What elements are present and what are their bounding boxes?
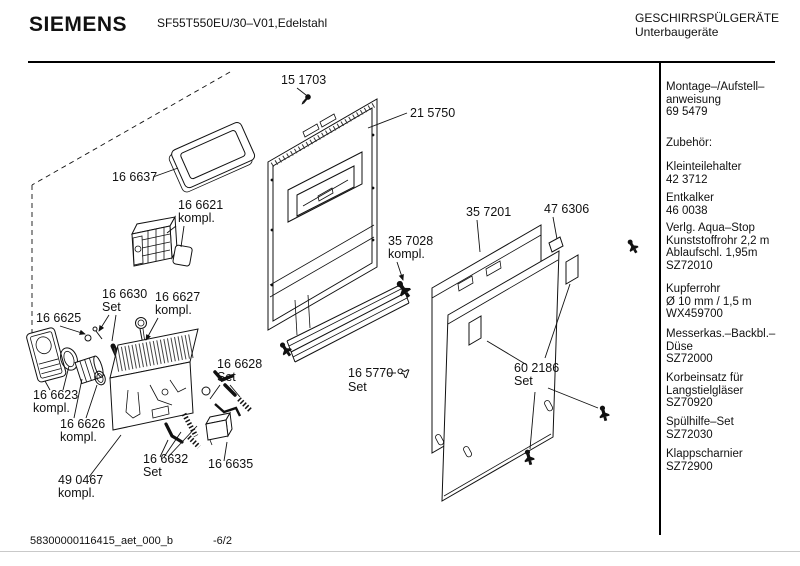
part-label-151703: 15 1703 bbox=[281, 73, 326, 87]
part-label-166627-suffix: kompl. bbox=[155, 303, 192, 317]
part-label-166621: 16 6621 bbox=[178, 198, 223, 212]
product-type: Unterbaugeräte bbox=[635, 24, 719, 39]
part-label-166628: 16 6628 bbox=[217, 357, 262, 371]
header-divider bbox=[28, 61, 775, 63]
part-label-166626: 16 6626 bbox=[60, 417, 105, 431]
part-label-165770: 16 5770 bbox=[348, 366, 393, 380]
outer-panel bbox=[441, 236, 564, 502]
page-number: -6/2 bbox=[213, 535, 232, 547]
part-label-166623: 16 6623 bbox=[33, 388, 78, 402]
part-label-476306: 47 6306 bbox=[544, 202, 589, 216]
part-number: SZ72010 bbox=[666, 259, 713, 272]
accessory-messerkasten: Messerkas.–Backbl.– Düse SZ72000 bbox=[666, 328, 792, 366]
text-line: Korbeinsatz für bbox=[666, 372, 744, 384]
part-label-166627: 16 6627 bbox=[155, 290, 200, 304]
spring-parts bbox=[164, 386, 253, 449]
part-label-357028: 35 7028 bbox=[388, 234, 433, 248]
part-label-166621-suffix: kompl. bbox=[178, 211, 215, 225]
accessory-klappscharnier: Klappscharnier SZ72900 bbox=[666, 448, 792, 473]
vent-plate-assembly bbox=[26, 327, 106, 386]
document-id: 58300000116415_aet_000_b bbox=[30, 535, 173, 547]
text-line: Langstielgläser bbox=[666, 384, 744, 397]
part-label-490467: 49 0467 bbox=[58, 473, 103, 487]
part-number: WX459700 bbox=[666, 308, 723, 321]
text-line: Entkalker bbox=[666, 192, 714, 204]
door-panel bbox=[267, 98, 378, 336]
part-number: SZ70920 bbox=[666, 397, 713, 410]
part-label-166630-suffix: Set bbox=[102, 300, 121, 314]
part-label-490467-suffix: kompl. bbox=[58, 486, 95, 500]
part-label-165770-suffix: Set bbox=[348, 380, 367, 394]
screw-icon bbox=[301, 94, 311, 105]
part-label-166625: 16 6625 bbox=[36, 311, 81, 325]
part-label-166632: 16 6632 bbox=[143, 452, 188, 466]
part-number: SZ72030 bbox=[666, 428, 713, 441]
siemens-logo: SIEMENS bbox=[29, 13, 128, 36]
door-seal-strip bbox=[276, 283, 410, 363]
control-panel-frame bbox=[168, 121, 256, 193]
text-line: Ablaufschl. 1,95m bbox=[666, 247, 758, 260]
part-label-166637: 16 6637 bbox=[112, 170, 157, 184]
clip-icon bbox=[276, 340, 295, 359]
dispenser-assembly bbox=[109, 328, 237, 431]
mounting-pad bbox=[565, 254, 579, 285]
text-line: Kleinteilehalter bbox=[666, 161, 742, 173]
leader-lines bbox=[44, 87, 599, 478]
text-line: Spülhilfe–Set bbox=[666, 416, 734, 428]
part-number: SZ72900 bbox=[666, 460, 713, 473]
part-number: 46 0038 bbox=[666, 204, 708, 217]
clip-icon bbox=[624, 237, 641, 256]
part-number: SZ72000 bbox=[666, 353, 713, 366]
accessory-korbeinsatz: Korbeinsatz für Langstielgläser SZ70920 bbox=[666, 372, 792, 410]
text-line: Kunststoffrohr 2,2 m bbox=[666, 234, 770, 247]
part-number: 42 3712 bbox=[666, 173, 708, 186]
part-label-166623-suffix: kompl. bbox=[33, 401, 70, 415]
accessory-aquastop: Verlg. Aqua–Stop Kunststoffrohr 2,2 m Ab… bbox=[666, 222, 792, 272]
bottom-divider bbox=[0, 551, 800, 552]
text-line: Düse bbox=[666, 340, 693, 353]
part-label-166628-suffix: Set bbox=[217, 370, 236, 384]
model-designation: SF55T550EU/30–V01,Edelstahl bbox=[157, 16, 328, 30]
part-label-166626-suffix: kompl. bbox=[60, 430, 97, 444]
text-line: Montage–/Aufstell– bbox=[666, 81, 765, 93]
accessory-kleinteilehalter: Kleinteilehalter 42 3712 bbox=[666, 161, 792, 186]
text-line: Kupferrohr bbox=[666, 283, 721, 295]
clip-icon bbox=[396, 366, 410, 379]
part-label-215750: 21 5750 bbox=[410, 106, 455, 120]
text-line: Ø 10 mm / 1,5 m bbox=[666, 295, 752, 308]
product-line: GESCHIRRSPÜLGERÄTE bbox=[635, 11, 780, 25]
part-labels: 15 1703 21 5750 16 6637 16 6621 kompl. 3… bbox=[33, 73, 589, 500]
accessories-heading: Zubehör: bbox=[666, 137, 713, 149]
part-label-357201: 35 7201 bbox=[466, 205, 511, 219]
text-line: anweisung bbox=[666, 93, 721, 106]
part-label-357028-suffix: kompl. bbox=[388, 247, 425, 261]
part-label-602186-suffix: Set bbox=[514, 374, 533, 388]
pump-part bbox=[205, 411, 233, 446]
accessory-kupferrohr: Kupferrohr Ø 10 mm / 1,5 m WX459700 bbox=[666, 283, 792, 321]
tablet-holder bbox=[131, 215, 193, 267]
product-category: GESCHIRRSPÜLGERÄTE Unterbaugeräte bbox=[635, 11, 780, 39]
clip-icon bbox=[596, 404, 611, 423]
part-label-166630: 16 6630 bbox=[102, 287, 147, 301]
text-line: Verlg. Aqua–Stop bbox=[666, 222, 755, 234]
part-label-602186: 60 2186 bbox=[514, 361, 559, 375]
text-line: Messerkas.–Backbl.– bbox=[666, 328, 776, 340]
accessory-entkalker: Entkalker 46 0038 bbox=[666, 192, 792, 217]
part-label-166635: 16 6635 bbox=[208, 457, 253, 471]
sidebar-divider bbox=[659, 63, 661, 535]
accessory-spuelhilfe: Spülhilfe–Set SZ72030 bbox=[666, 416, 792, 441]
part-label-166632-suffix: Set bbox=[143, 465, 162, 479]
text-line: Klappscharnier bbox=[666, 448, 743, 460]
part-number: 69 5479 bbox=[666, 106, 708, 119]
montage-note: Montage–/Aufstell– anweisung 69 5479 bbox=[666, 81, 792, 119]
projection-lines bbox=[31, 71, 231, 333]
